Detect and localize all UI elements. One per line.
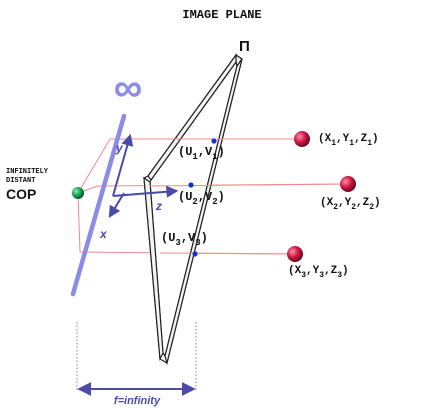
x-axis bbox=[108, 192, 125, 219]
ray-3-front bbox=[159, 252, 295, 255]
lens-line bbox=[70, 113, 127, 297]
z-axis-label: z bbox=[155, 199, 162, 213]
world-point-label-2: (X2,Y2,Z2) bbox=[320, 197, 381, 212]
ray-2-front bbox=[149, 183, 347, 187]
cop-caption-line2: DISTANT bbox=[6, 177, 35, 185]
image-point-label-2: (U2,V2) bbox=[178, 190, 225, 207]
camera-axes: y z x bbox=[99, 133, 179, 241]
world-point-2 bbox=[340, 176, 356, 192]
image-plane-frame bbox=[143, 53, 243, 366]
cop-caption-line1: INFINITELY bbox=[6, 168, 49, 176]
y-axis-label: y bbox=[115, 141, 124, 155]
cop-point bbox=[72, 187, 84, 199]
world-point-3 bbox=[287, 246, 303, 262]
y-axis bbox=[112, 133, 134, 197]
cop-ray-bot bbox=[77, 192, 81, 253]
cop-ray-top bbox=[77, 138, 111, 194]
world-point-label-3: (X3,Y3,Z3) bbox=[288, 265, 349, 280]
world-point-1 bbox=[294, 131, 310, 147]
image-point-3 bbox=[192, 251, 198, 257]
world-point-label-1: (X1,Y1,Z1) bbox=[318, 133, 379, 148]
image-point-label-3: (U3,V3) bbox=[161, 231, 208, 248]
focal-label: f=infinity bbox=[114, 395, 161, 407]
x-axis-label: x bbox=[99, 227, 108, 241]
plane-label: Π bbox=[239, 38, 250, 55]
cop-label: COP bbox=[6, 186, 36, 202]
image-point-1 bbox=[211, 138, 217, 144]
infinity-icon: ∞ bbox=[114, 66, 143, 110]
image-point-label-1: (U1,V1) bbox=[178, 145, 225, 162]
rays-through-plane bbox=[149, 138, 347, 255]
image-point-2 bbox=[188, 182, 194, 188]
diagram-title: IMAGE PLANE bbox=[182, 8, 261, 22]
